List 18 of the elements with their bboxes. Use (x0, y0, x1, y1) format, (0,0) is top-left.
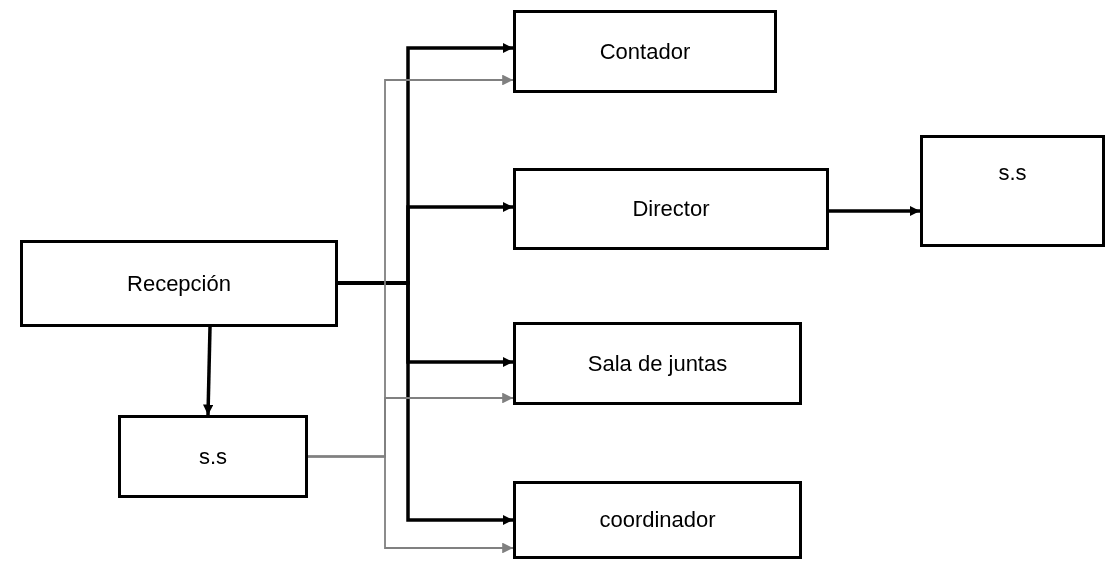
arrow (307, 455, 514, 554)
process-box (20, 240, 338, 327)
process-box (513, 322, 802, 405)
process-box (513, 168, 829, 250)
arrow (338, 281, 513, 526)
box-label: Contador (599, 38, 691, 65)
box-label: coordinador (599, 507, 716, 533)
process-box (118, 415, 308, 498)
box-label: s.s (198, 443, 228, 470)
box-label: Recepción (127, 270, 231, 297)
box-label: Director (632, 196, 710, 222)
box-label: Sala de juntas (587, 350, 728, 377)
box-label: s.s (998, 160, 1027, 186)
arrow (829, 205, 920, 217)
arrow (203, 326, 214, 416)
process-box (513, 481, 802, 559)
process-box (513, 10, 777, 93)
process-box (920, 135, 1105, 247)
